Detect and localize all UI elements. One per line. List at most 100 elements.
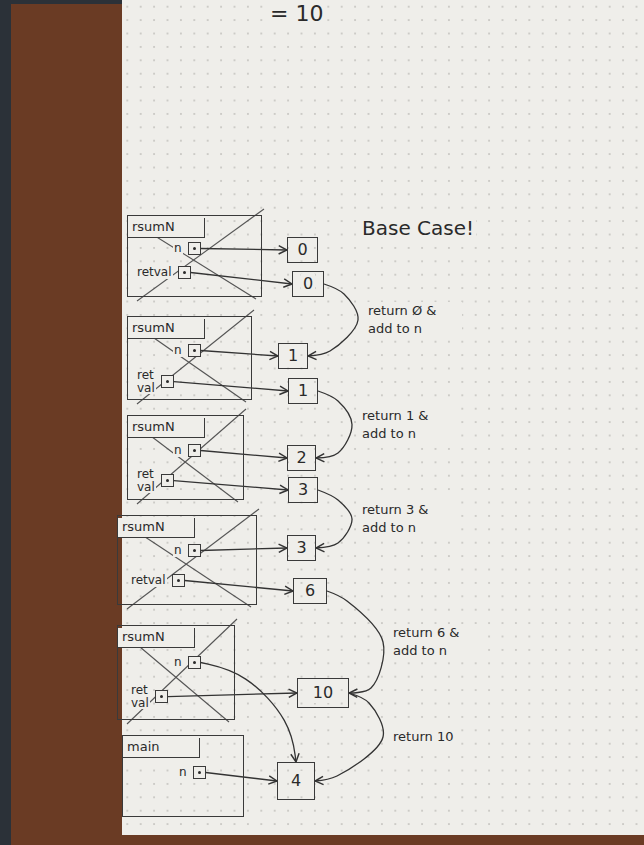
value-box: 6 [293,578,327,604]
pointer-arrow [174,382,288,391]
pointer-slot [161,474,174,487]
value-number: 1 [296,381,310,400]
variable-slot: ret val [136,369,174,394]
pointer-arrow [201,548,287,551]
frame-name: rsumN [128,418,205,438]
pointer-dot [193,549,196,552]
variable-name: n [178,766,188,779]
pointer-slot [188,444,201,457]
pointer-slot [188,344,201,357]
pointer-dot [183,271,186,274]
pointer-arrow [168,693,297,697]
pointer-slot [155,690,168,703]
variable-name: ret val [136,468,156,493]
pointer-slot [188,544,201,557]
variable-slot: n [173,444,201,457]
pointer-slot [193,766,206,779]
pointer-dot [198,771,201,774]
dark-edge [0,0,152,4]
edge-note: return 10 [391,728,455,746]
pointer-dot [193,349,196,352]
pointer-arrow [201,351,278,357]
variable-name: retval [136,266,173,279]
pointer-arrow [201,663,296,763]
value-number: 3 [296,480,310,499]
frame-name: main [123,738,200,758]
edge-note: return 1 & add to n [360,407,456,442]
edge-note: return 6 & add to n [391,624,487,659]
pointer-arrow [206,773,277,782]
value-box: 3 [288,477,318,503]
value-number: 1 [286,346,300,365]
variable-name: n [173,344,183,357]
return-arrow [316,391,352,458]
variable-slot: n [173,344,201,357]
frame-name: rsumN [118,518,195,538]
edge-note: return Ø & add to n [366,302,462,337]
return-arrow [316,490,352,548]
stack-frame: main n [122,735,244,817]
variable-slot: retval [136,266,191,279]
pointer-dot [166,380,169,383]
paper-sheet [122,0,644,835]
frame-name: rsumN [128,319,205,339]
return-arrow [315,693,383,781]
pointer-slot [188,656,201,669]
result-note: = 10 [268,1,325,26]
value-box: 1 [288,378,318,404]
dark-edge [0,0,11,845]
value-box: 4 [277,762,315,800]
variable-name: retval [130,574,167,587]
value-box: 3 [287,535,316,561]
stack-frame: rsumN n ret val [117,625,235,720]
pointer-arrow [174,481,288,490]
variable-name: n [173,656,183,669]
dot-grid [122,0,644,835]
value-box: 1 [278,343,308,369]
pointer-dot [166,479,169,482]
variable-slot: ret val [136,468,174,493]
value-box: 0 [287,237,318,263]
variable-name: ret val [136,369,156,394]
return-arrow [308,284,358,356]
variable-slot: n [178,766,206,779]
value-number: 6 [303,581,317,600]
stack-frame: rsumN n ret val [127,316,252,400]
value-number: 4 [289,771,303,790]
variable-name: n [173,242,183,255]
frame-name: rsumN [128,218,205,238]
value-number: 0 [295,240,309,259]
variable-name: n [173,544,183,557]
value-number: 2 [294,448,308,467]
pointer-arrow [201,249,287,251]
pointer-arrow [185,581,293,592]
pointer-dot [193,247,196,250]
pointer-dot [160,695,163,698]
stack-frame: rsumN nretval [127,215,262,297]
stack-frame: rsumN n retval [117,515,257,605]
variable-name: n [173,444,183,457]
pointer-arrow [191,273,292,285]
value-box: 10 [297,678,349,708]
pointer-slot [161,375,174,388]
base-case-note: Base Case! [360,216,476,240]
variable-slot: ret val [130,684,168,709]
pointer-dot [193,449,196,452]
pointer-dot [193,661,196,664]
frame-name: rsumN [118,628,195,648]
variable-name: ret val [130,684,150,709]
value-box: 0 [292,271,324,297]
variable-slot: retval [130,574,185,587]
edge-note: return 3 & add to n [360,501,456,536]
variable-slot: n [173,544,201,557]
pointer-dot [177,579,180,582]
pointer-slot [188,242,201,255]
value-number: 0 [301,274,315,293]
variable-slot: n [173,242,201,255]
